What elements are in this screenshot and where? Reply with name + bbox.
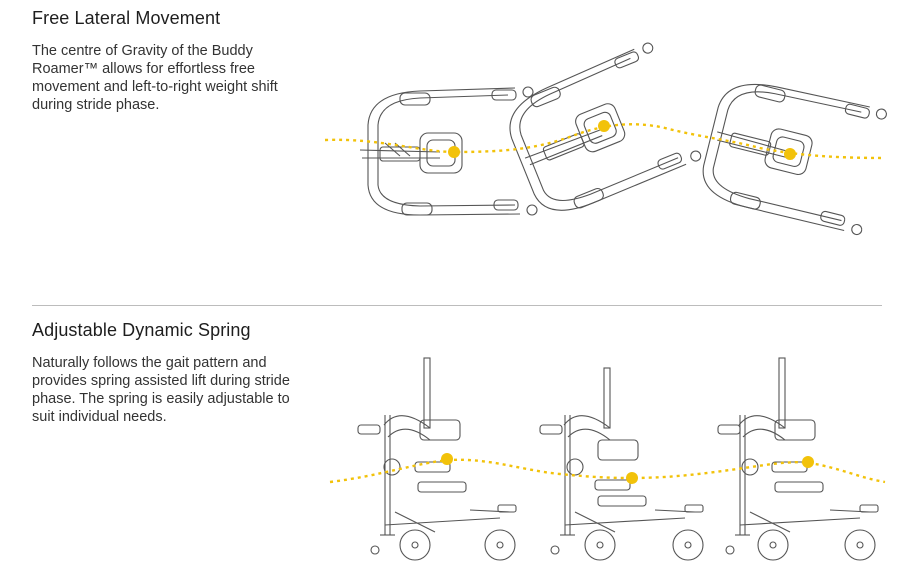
gravity-point-3	[784, 148, 796, 160]
walker-top-view-illustration	[324, 42, 887, 236]
walker-side-view-3	[717, 357, 879, 561]
gravity-path-line-bottom	[329, 458, 886, 484]
walker-top-view-2	[509, 42, 702, 211]
walker-side-view-1	[357, 357, 517, 561]
section-text-lateral-movement: The centre of Gravity of the Buddy Roame…	[32, 43, 278, 113]
spring-point-3	[802, 456, 814, 468]
section-heading-lateral-movement: Free Lateral Movement	[32, 8, 221, 28]
section-text-dynamic-spring: Naturally follows the gait pattern and p…	[32, 355, 290, 425]
gravity-point-1	[448, 146, 460, 158]
section-divider	[32, 305, 882, 306]
gravity-path-line-top	[324, 123, 886, 160]
gravity-point-2	[598, 120, 610, 132]
walker-top-view-3	[702, 83, 887, 236]
walker-side-view-2	[539, 367, 704, 561]
spring-point-1	[441, 453, 453, 465]
section-heading-dynamic-spring: Adjustable Dynamic Spring	[32, 320, 251, 340]
spring-point-2	[626, 472, 638, 484]
